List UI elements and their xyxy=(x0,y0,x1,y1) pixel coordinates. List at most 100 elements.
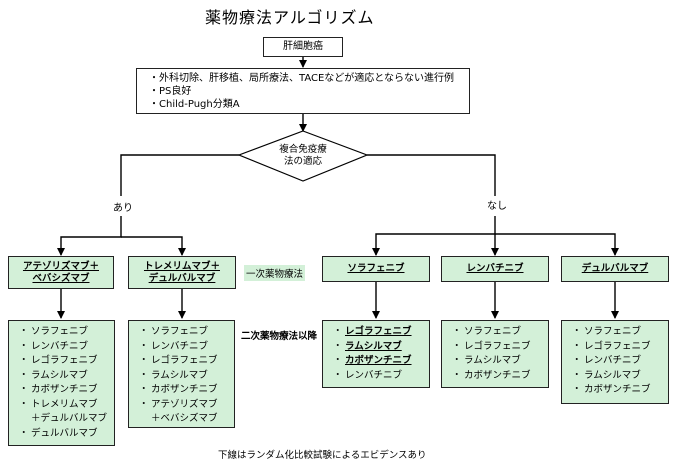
first-line-box: ソラフェニブ xyxy=(322,256,430,282)
drug-name: ＋デュルバルマブ xyxy=(31,413,108,424)
drug-item: ・レゴラフェニブ xyxy=(139,354,234,369)
arrow-no-3 xyxy=(495,233,619,256)
drug-name: レンバチニブ xyxy=(584,355,642,366)
bullet-dot: ・ xyxy=(19,384,29,395)
second-line-label: 二次薬物療法以降 xyxy=(241,331,318,342)
drug-item: ・カボザンチニブ xyxy=(139,383,234,398)
branch-yes-line xyxy=(120,154,239,196)
drug-item: ・ソラフェニブ xyxy=(139,325,234,340)
bullet-dot: ・ xyxy=(19,355,29,366)
drug-name: カボザンチニブ xyxy=(151,384,218,395)
second-line-box: ・ソラフェニブ・レンバチニブ・レゴラフェニブ・ラムシルマブ・カボザンチニブ・アテ… xyxy=(128,320,235,428)
drug-name: ラムシルマブ xyxy=(464,355,521,366)
drug-item: ・トレメリムマブ xyxy=(19,398,114,413)
drug-name: カボザンチニブ xyxy=(464,369,531,381)
drug-name: ラムシルマブ xyxy=(151,369,208,381)
bullet-dot: ・ xyxy=(333,355,343,366)
first-line-box: レンバチニブ xyxy=(441,256,549,282)
drug-name: デュルバルマブ xyxy=(31,427,98,439)
drug-item: ・レゴラフェニブ xyxy=(19,354,114,369)
bullet-dot: ・ xyxy=(19,427,29,439)
drug-name: アテゾリズマブ xyxy=(151,398,218,410)
drug-name: レンバチニブ xyxy=(31,340,89,352)
arrow-yes-2 xyxy=(121,236,186,256)
bullet-dot: ・ xyxy=(333,369,343,381)
first-line-box: アテゾリズマブ＋ベバシズマブ xyxy=(8,256,114,289)
drug-item: ・アテゾリズマブ xyxy=(139,398,234,413)
bullet-dot: ・ xyxy=(139,398,149,410)
drug-list: ・ソラフェニブ・レンバチニブ・レゴラフェニブ・ラムシルマブ・カボザンチニブ・トレ… xyxy=(9,321,114,441)
drug-name: レゴラフェニブ xyxy=(584,340,651,352)
drug-name: ＋ベバシズマブ xyxy=(151,413,218,424)
condition-item: ・Child-Pugh分類A xyxy=(149,99,240,110)
first-line-box: トレメリムマブ＋デュルバルマブ xyxy=(128,256,236,289)
drug-name: レゴラフェニブ xyxy=(31,355,98,366)
condition-item: ・外科切除、肝移植、局所療法、TACEなどが適応とならない進行例 xyxy=(149,73,454,84)
drug-item: ・カボザンチニブ xyxy=(333,354,429,369)
drug-name: ラムシルマブ xyxy=(31,369,88,381)
bullet-dot: ・ xyxy=(139,369,149,381)
bullet-dot: ・ xyxy=(452,340,462,352)
bullet-dot: ・ xyxy=(572,326,582,337)
drug-name: ソラフェニブ xyxy=(464,326,522,337)
drug-name: トレメリムマブ xyxy=(31,398,98,410)
drug-item: ・レンバチニブ xyxy=(19,340,114,355)
bullet-dot: ・ xyxy=(572,355,582,366)
drug-item: ・ソラフェニブ xyxy=(572,325,668,340)
bullet-dot: ・ xyxy=(19,326,29,337)
drug-list: ・ソラフェニブ・レンバチニブ・レゴラフェニブ・ラムシルマブ・カボザンチニブ・アテ… xyxy=(129,321,234,427)
drug-item: ・ラムシルマブ xyxy=(572,369,668,384)
bullet-dot: ・ xyxy=(19,340,29,352)
drug-item: ＋ベバシズマブ xyxy=(139,412,234,427)
bullet-dot: ・ xyxy=(139,326,149,337)
condition-item: ・PS良好 xyxy=(149,86,192,97)
drug-name: ラムシルマブ xyxy=(584,369,641,381)
arrow-no-1 xyxy=(372,216,496,256)
bullet-dot: ・ xyxy=(572,340,582,352)
branch-no-label: なし xyxy=(487,201,507,212)
bullet-dot: ・ xyxy=(452,369,462,381)
first-line-label: 一次薬物療法 xyxy=(244,265,306,281)
drug-name: ソラフェニブ xyxy=(584,326,642,337)
drug-name: レンバチニブ xyxy=(345,369,403,381)
bullet-dot: ・ xyxy=(19,369,29,381)
branch-no-line xyxy=(367,154,496,196)
drug-item: ・レゴラフェニブ xyxy=(572,340,668,355)
bullet-dot: ・ xyxy=(333,326,343,337)
drug-item: ・デュルバルマブ xyxy=(19,427,114,442)
drug-item: ・ラムシルマブ xyxy=(452,354,548,369)
second-line-box: ・レゴラフェニブ・ラムシルマブ・カボザンチニブ・レンバチニブ xyxy=(322,320,430,388)
drug-item: ＋デュルバルマブ xyxy=(19,412,114,427)
drug-name: カボザンチニブ xyxy=(31,384,98,395)
drug-item: ・ラムシルマブ xyxy=(19,369,114,384)
drug-item: ・ラムシルマブ xyxy=(139,369,234,384)
drug-item: ・レンバチニブ xyxy=(139,340,234,355)
bullet-dot: ・ xyxy=(572,369,582,381)
drug-name: ラムシルマブ xyxy=(345,340,402,352)
drug-name: カボザンチニブ xyxy=(345,355,412,366)
drug-name: レゴラフェニブ xyxy=(151,355,218,366)
drug-item: ・ラムシルマブ xyxy=(333,340,429,355)
drug-name: レゴラフェニブ xyxy=(464,340,531,352)
decision-diamond xyxy=(237,130,369,182)
drug-item: ・ソラフェニブ xyxy=(19,325,114,340)
start-label: 肝細胞癌 xyxy=(283,41,323,52)
bullet-dot: ・ xyxy=(333,340,343,352)
drug-name: ソラフェニブ xyxy=(31,326,89,337)
drug-item: ・レンバチニブ xyxy=(333,369,429,384)
drug-name: レゴラフェニブ xyxy=(345,326,412,337)
bullet-dot: ・ xyxy=(139,340,149,352)
drug-item: ・レゴラフェニブ xyxy=(452,340,548,355)
bullet-dot: ・ xyxy=(139,355,149,366)
drug-name: レンバチニブ xyxy=(151,340,209,352)
bullet-dot: ・ xyxy=(452,326,462,337)
arrow-yes-1 xyxy=(57,216,122,256)
drug-list: ・ソラフェニブ・レゴラフェニブ・ラムシルマブ・カボザンチニブ xyxy=(442,321,548,383)
drug-list: ・ソラフェニブ・レゴラフェニブ・レンバチニブ・ラムシルマブ・カボザンチニブ xyxy=(562,321,668,398)
bullet-dot: ・ xyxy=(452,355,462,366)
bullet-dot: ・ xyxy=(572,384,582,395)
drug-item: ・カボザンチニブ xyxy=(572,383,668,398)
drug-item: ・レンバチニブ xyxy=(572,354,668,369)
page-title: 薬物療法アルゴリズム xyxy=(205,8,375,27)
first-line-box: デュルバルマブ xyxy=(561,256,669,282)
